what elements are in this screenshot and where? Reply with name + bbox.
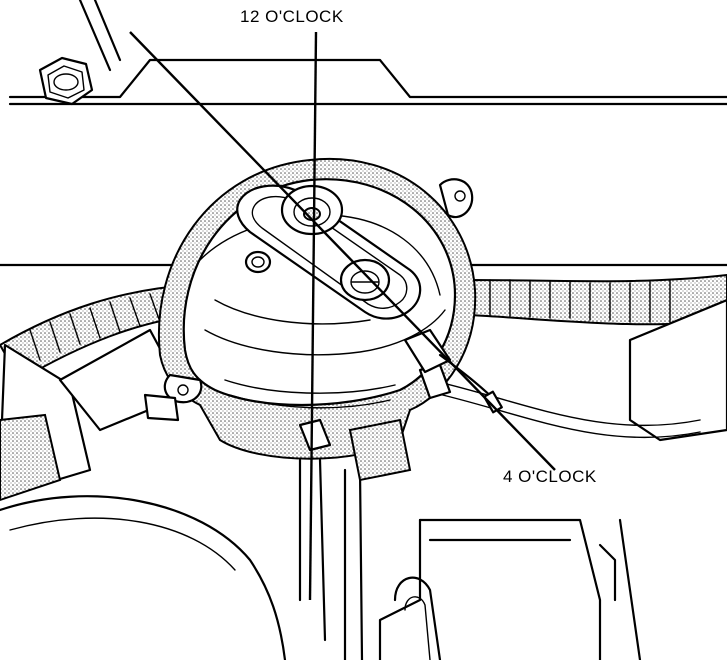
- engine-panel-lines: [0, 0, 727, 267]
- distributor-housing: [143, 157, 477, 460]
- twelve-oclock-leader: [308, 31, 318, 601]
- leader-lines: [129, 31, 556, 601]
- rotor-hub: [280, 184, 344, 236]
- plate-screw: [339, 258, 391, 302]
- hex-bolt: [38, 56, 94, 106]
- four-oclock-label: 4 O'CLOCK: [503, 467, 597, 486]
- lower-components: [0, 418, 642, 660]
- diagonal-reference-line: [129, 31, 556, 471]
- base-screw: [244, 250, 272, 274]
- wiring-harness-right: [429, 273, 727, 442]
- pickup-wire: [403, 328, 503, 414]
- twelve-oclock-label: 12 O'CLOCK: [240, 7, 344, 26]
